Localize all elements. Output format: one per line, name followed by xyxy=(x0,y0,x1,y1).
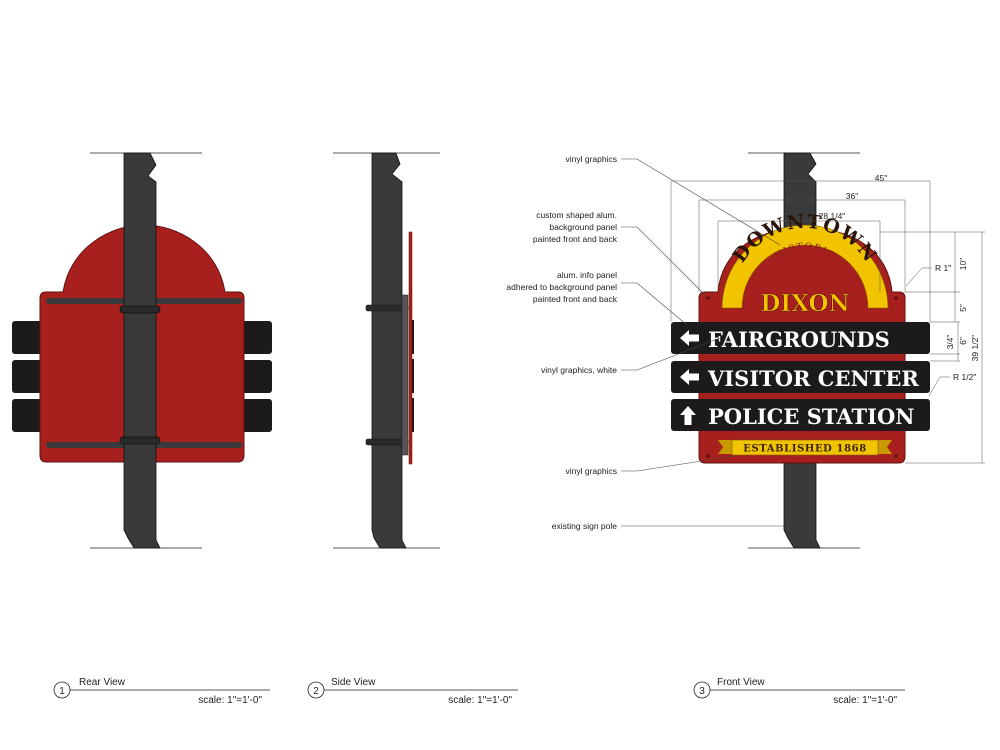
info-panel-fairgrounds: FAIRGROUNDS xyxy=(671,322,930,354)
screw xyxy=(706,296,710,300)
panel-text: VISITOR CENTER xyxy=(707,366,919,391)
panel-text: POLICE STATION xyxy=(708,404,914,429)
info-panel-visitor-center: VISITOR CENTER xyxy=(671,361,930,393)
view-title: Front View xyxy=(717,677,765,688)
side-info-edge xyxy=(412,320,414,354)
side-info-edge xyxy=(412,398,414,432)
front-view: DOWNTOWN HISTORIC DIXON FAIRGROUNDS VISI… xyxy=(506,152,985,549)
banner-text: ESTABLISHED 1868 xyxy=(743,444,867,455)
pole-clamp xyxy=(119,436,161,445)
callout-label: vinyl graphics, white xyxy=(541,365,617,375)
dim-radius-top: R 1" xyxy=(935,263,951,273)
side-panel-edge xyxy=(408,231,413,465)
dim-radius-panel: R 1/2" xyxy=(953,372,976,382)
rear-view xyxy=(12,152,272,549)
view-title: Rear View xyxy=(79,677,126,688)
sign-pole xyxy=(371,152,407,549)
view-number: 3 xyxy=(699,686,705,697)
view-scale: scale: 1"=1'-0" xyxy=(448,695,512,706)
callout-label: vinyl graphics xyxy=(566,466,618,476)
sign-pole xyxy=(123,152,161,549)
view-title: Side View xyxy=(331,677,376,688)
callout-label: alum. info panel xyxy=(557,270,617,280)
arrow-left-icon xyxy=(680,369,699,385)
pole-clamp xyxy=(365,304,409,312)
dim-h-gap: 3/4" xyxy=(945,335,955,350)
dim-h-overall: 39 1/2" xyxy=(970,335,980,362)
callout-label: background panel xyxy=(549,222,617,232)
dim-h-top: 5" xyxy=(958,304,968,312)
panel-text: FAIRGROUNDS xyxy=(708,327,890,352)
dim-width-header: 28 1/4" xyxy=(819,211,846,221)
view-scale: scale: 1"=1'-0" xyxy=(198,695,262,706)
established-banner: ESTABLISHED 1868 xyxy=(718,439,892,456)
callout-label: custom shaped alum. xyxy=(536,210,617,220)
view-title-rear: 1 Rear View scale: 1"=1'-0" xyxy=(53,677,270,706)
callouts xyxy=(621,158,797,527)
view-number: 1 xyxy=(59,686,65,697)
callout-label: painted front and back xyxy=(533,234,618,244)
view-title-side: 2 Side View scale: 1"=1'-0" xyxy=(307,677,518,706)
arrow-left-icon xyxy=(680,330,699,346)
dim-width-overall: 45" xyxy=(875,173,887,183)
pole-clamp xyxy=(119,305,161,314)
view-scale: scale: 1"=1'-0" xyxy=(833,695,897,706)
screw xyxy=(706,454,710,458)
view-title-front: 3 Front View scale: 1"=1'-0" xyxy=(693,677,905,706)
callout-label: vinyl graphics xyxy=(566,154,618,164)
info-panel-police-station: POLICE STATION xyxy=(671,399,930,431)
side-info-edge xyxy=(412,359,414,393)
standoff-bracket xyxy=(401,294,409,456)
dimension-lines xyxy=(670,180,985,464)
callout-label: painted front and back xyxy=(533,294,618,304)
dim-h-header: 10" xyxy=(958,258,968,270)
arrow-up-icon xyxy=(680,406,696,425)
screw xyxy=(894,296,898,300)
dim-h-panel: 6" xyxy=(958,337,968,345)
view-number: 2 xyxy=(313,686,319,697)
side-view xyxy=(333,152,440,549)
downtown-arch-band xyxy=(721,224,889,309)
callout-label: existing sign pole xyxy=(552,521,617,531)
screw xyxy=(894,454,898,458)
dim-width-panel: 36" xyxy=(846,191,858,201)
pole-clamp xyxy=(365,438,409,446)
callout-label: adhered to background panel xyxy=(506,282,617,292)
dixon-text: DIXON xyxy=(760,290,849,317)
